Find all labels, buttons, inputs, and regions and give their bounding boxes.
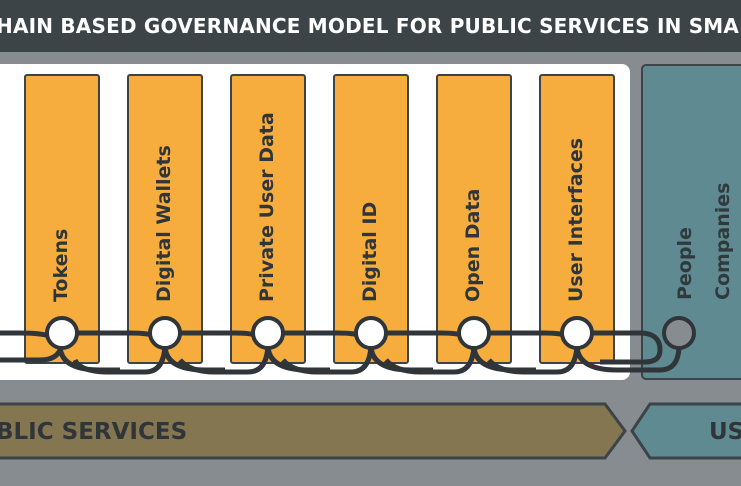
chain-link: [384, 341, 477, 375]
node-digital-id: [354, 316, 388, 350]
chain-link: [487, 341, 580, 375]
chain-link: [61, 330, 225, 373]
node-users: [662, 316, 696, 350]
banners: [0, 402, 741, 460]
column-user-interfaces: User Interfaces: [539, 74, 615, 364]
users-banner: [630, 402, 741, 460]
column-open-data: Open Data: [436, 74, 512, 364]
chain-link: [577, 330, 663, 365]
column-tokens: Tokens: [24, 74, 100, 364]
chain-link: [371, 330, 536, 373]
node-digital-wallets: [148, 316, 182, 350]
column-private-user-data: Private User Data: [230, 74, 306, 364]
node-open-data: [457, 316, 491, 350]
blockchain-layer-card: [0, 64, 630, 380]
chain-link: [178, 341, 271, 375]
diagram-title: HAIN BASED GOVERNANCE MODEL FOR PUBLIC S…: [0, 14, 741, 38]
column-digital-wallets: Digital Wallets: [127, 74, 203, 364]
column-digital-id: Digital ID: [333, 74, 409, 364]
chain-link: [165, 330, 330, 373]
public-services-banner: [0, 402, 627, 460]
users-banner-label: US: [709, 419, 741, 445]
node-tokens: [45, 316, 79, 350]
chain-link: [268, 330, 433, 373]
node-user-interfaces: [560, 316, 594, 350]
chain-link: [281, 341, 374, 375]
title-bar: HAIN BASED GOVERNANCE MODEL FOR PUBLIC S…: [0, 0, 741, 52]
chain-link: [72, 341, 168, 375]
node-private-user-data: [251, 316, 285, 350]
public-services-banner-label: BLIC SERVICES: [0, 419, 188, 445]
